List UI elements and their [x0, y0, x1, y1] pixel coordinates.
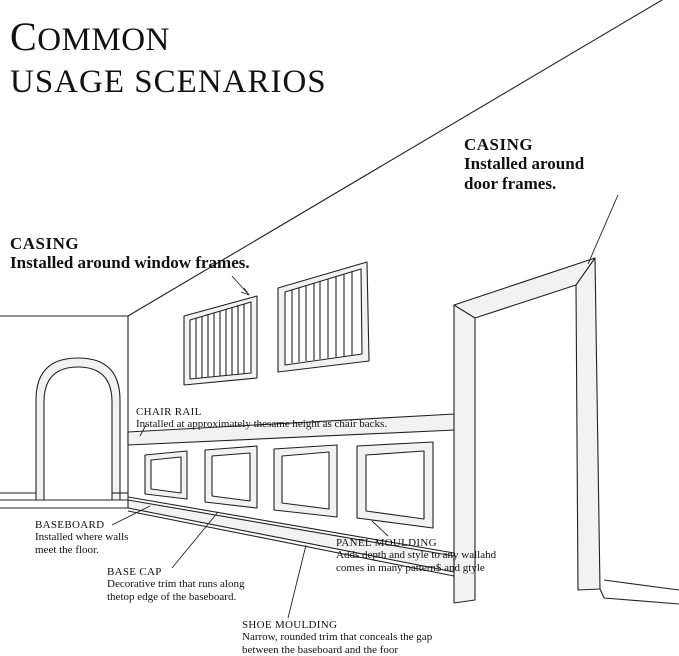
label-desc: Installed around — [464, 154, 584, 174]
label-desc: Installed around window frames. — [10, 253, 250, 273]
label-panel-moulding: PANEL MOULDING Adds depth and style to a… — [336, 537, 496, 574]
label-base-cap: BASE CAP Decorative trim that runs along… — [107, 566, 244, 603]
label-desc: Installed at approximately thesame heigh… — [136, 418, 387, 431]
label-door-casing: CASING Installed around door frames. — [464, 135, 584, 194]
panel-moulding-1 — [145, 451, 187, 499]
label-desc: door frames. — [464, 174, 584, 194]
panel-moulding-2 — [205, 446, 257, 508]
label-heading: SHOE MOULDING — [242, 619, 432, 631]
label-desc: Installed where walls — [35, 531, 128, 544]
label-heading: PANEL MOULDING — [336, 537, 496, 549]
window-left — [184, 296, 257, 385]
label-desc: meet the floor. — [35, 544, 128, 557]
label-heading: BASE CAP — [107, 566, 244, 578]
label-heading: CASING — [464, 135, 584, 154]
leader-shoe-moulding — [288, 545, 306, 618]
leader-door-casing — [588, 195, 618, 264]
label-desc: thetop edge of the baseboard. — [107, 591, 244, 604]
label-shoe-moulding: SHOE MOULDING Narrow, rounded trim that … — [242, 619, 432, 656]
leader-panel-moulding — [372, 521, 388, 536]
label-window-casing: CASING Installed around window frames. — [10, 234, 250, 273]
label-desc: between the baseboard and the foor — [242, 644, 432, 656]
label-desc: comes in many pattern$ and gtyle — [336, 562, 496, 575]
label-chair-rail: CHAIR RAIL Installed at approximately th… — [136, 406, 387, 431]
label-heading: CHAIR RAIL — [136, 406, 387, 418]
label-baseboard: BASEBOARD Installed where walls meet the… — [35, 519, 128, 556]
label-desc: Adds depth and style to any wallahd — [336, 549, 496, 562]
panel-moulding-3 — [274, 445, 337, 517]
window-right — [278, 262, 369, 372]
label-heading: BASEBOARD — [35, 519, 128, 531]
label-heading: CASING — [10, 234, 250, 253]
label-desc: Decorative trim that runs along — [107, 578, 244, 591]
label-desc: Narrow, rounded trim that conceals the g… — [242, 631, 432, 644]
page-title: COMMON USAGE SCENARIOS — [10, 16, 327, 103]
panel-moulding-4 — [357, 442, 433, 528]
